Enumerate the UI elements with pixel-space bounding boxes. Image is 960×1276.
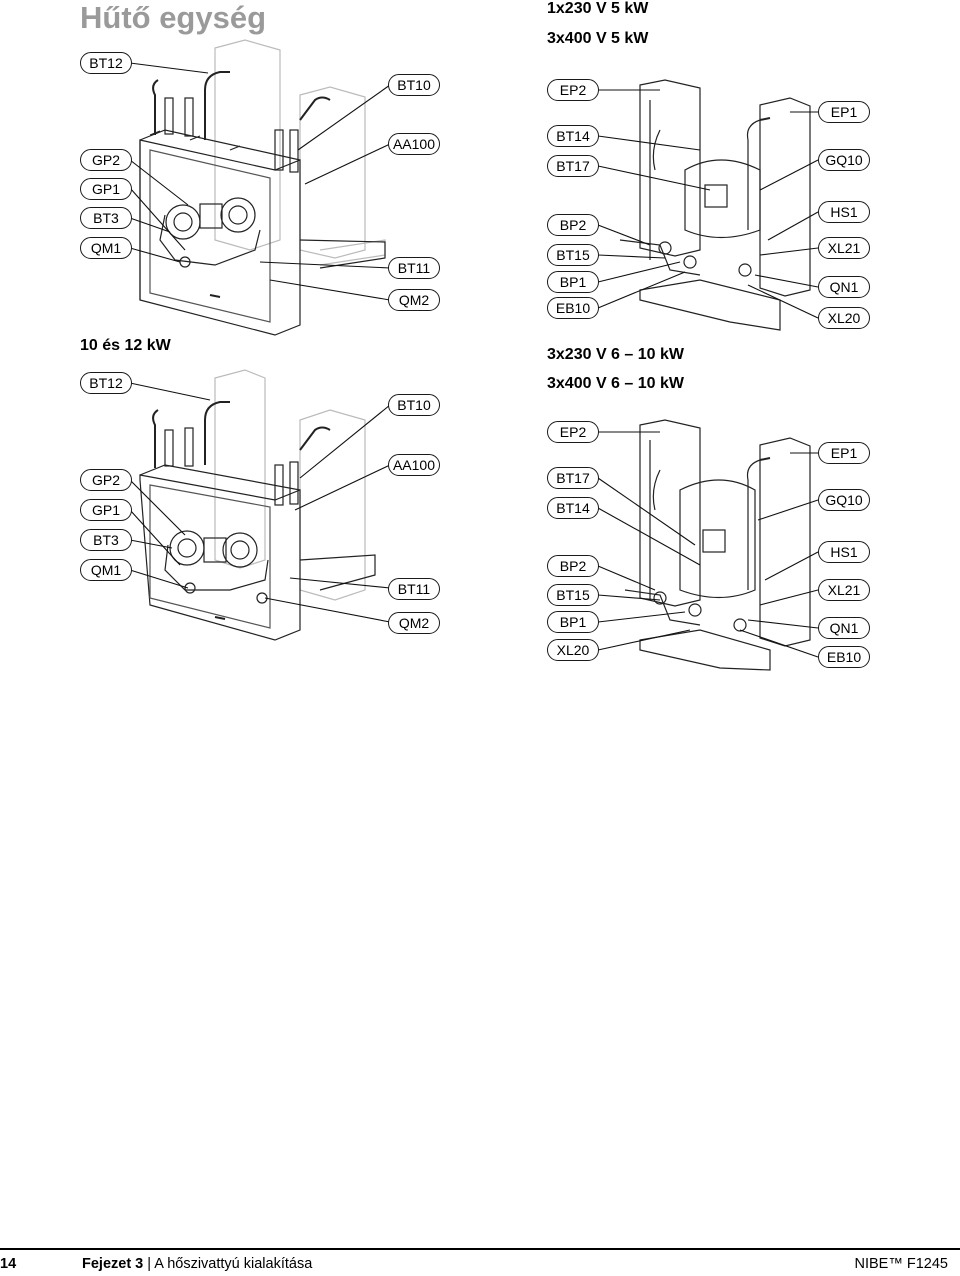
callout-bt12: BT12: [80, 52, 132, 74]
footer-chapter: Fejezet 3 | A hőszivattyú kialakítása: [82, 1256, 312, 1272]
callout-qn1: QN1: [818, 617, 870, 639]
callout-bt15: BT15: [547, 244, 599, 266]
bottom-left-unit-drawing: [139, 369, 376, 641]
callout-xl20: XL20: [818, 307, 870, 329]
callout-xl21: XL21: [818, 579, 870, 601]
callout-aa100: AA100: [388, 454, 440, 476]
callout-qm1: QM1: [80, 237, 132, 259]
callout-bt3: BT3: [80, 207, 132, 229]
callout-bt14: BT14: [547, 125, 599, 147]
callout-hs1: HS1: [818, 201, 870, 223]
callout-xl21: XL21: [818, 237, 870, 259]
callout-eb10: EB10: [547, 297, 599, 319]
section-heading-3x400-6-10kw: 3x400 V 6 – 10 kW: [547, 375, 684, 392]
footer-divider: [0, 1248, 960, 1250]
chapter-title: A hőszivattyú kialakítása: [154, 1256, 313, 1272]
callout-bt17: BT17: [547, 155, 599, 177]
callout-bt3: BT3: [80, 529, 132, 551]
callout-qm2: QM2: [388, 289, 440, 311]
callout-bt14: BT14: [547, 497, 599, 519]
callout-bt17: BT17: [547, 467, 599, 489]
callout-qm2: QM2: [388, 612, 440, 634]
callout-bp1: BP1: [547, 271, 599, 293]
callout-bp1: BP1: [547, 611, 599, 633]
section-heading-3x230-6-10kw: 3x230 V 6 – 10 kW: [547, 346, 684, 363]
callout-bt12: BT12: [80, 372, 132, 394]
chapter-label: Fejezet 3: [82, 1256, 144, 1272]
cooling-unit-illustrations: [129, 39, 819, 671]
callout-ep2: EP2: [547, 79, 599, 101]
callout-qn1: QN1: [818, 276, 870, 298]
callout-eb10: EB10: [818, 646, 870, 668]
section-heading-3x400-5kw: 3x400 V 5 kW: [547, 30, 649, 47]
callout-gp2: GP2: [80, 469, 132, 491]
callout-bt15: BT15: [547, 584, 599, 606]
callout-ep1: EP1: [818, 442, 870, 464]
top-left-unit-drawing: [139, 39, 386, 336]
callout-bt10: BT10: [388, 394, 440, 416]
callout-hs1: HS1: [818, 541, 870, 563]
callout-bp2: BP2: [547, 555, 599, 577]
callout-gp1: GP1: [80, 499, 132, 521]
callout-gp2: GP2: [80, 149, 132, 171]
callout-bt11: BT11: [388, 578, 440, 600]
page-number: 14: [0, 1256, 17, 1272]
callout-gq10: GQ10: [818, 489, 870, 511]
callout-ep2: EP2: [547, 421, 599, 443]
callout-bt11: BT11: [388, 257, 440, 279]
top-right-unit-drawing: [619, 79, 811, 331]
callout-gq10: GQ10: [818, 149, 870, 171]
section-heading-10-12kw: 10 és 12 kW: [80, 337, 171, 354]
section-heading-1x230-5kw: 1x230 V 5 kW: [547, 0, 649, 17]
chapter-separator: |: [147, 1256, 152, 1272]
callout-bp2: BP2: [547, 214, 599, 236]
footer-brand: NIBE™ F1245: [854, 1256, 949, 1272]
callout-ep1: EP1: [818, 101, 870, 123]
callout-aa100: AA100: [388, 133, 440, 155]
bottom-right-unit-drawing: [624, 419, 811, 671]
callout-xl20: XL20: [547, 639, 599, 661]
callout-gp1: GP1: [80, 178, 132, 200]
callout-qm1: QM1: [80, 559, 132, 581]
callout-bt10: BT10: [388, 74, 440, 96]
page-title: Hűtő egység: [80, 0, 267, 35]
